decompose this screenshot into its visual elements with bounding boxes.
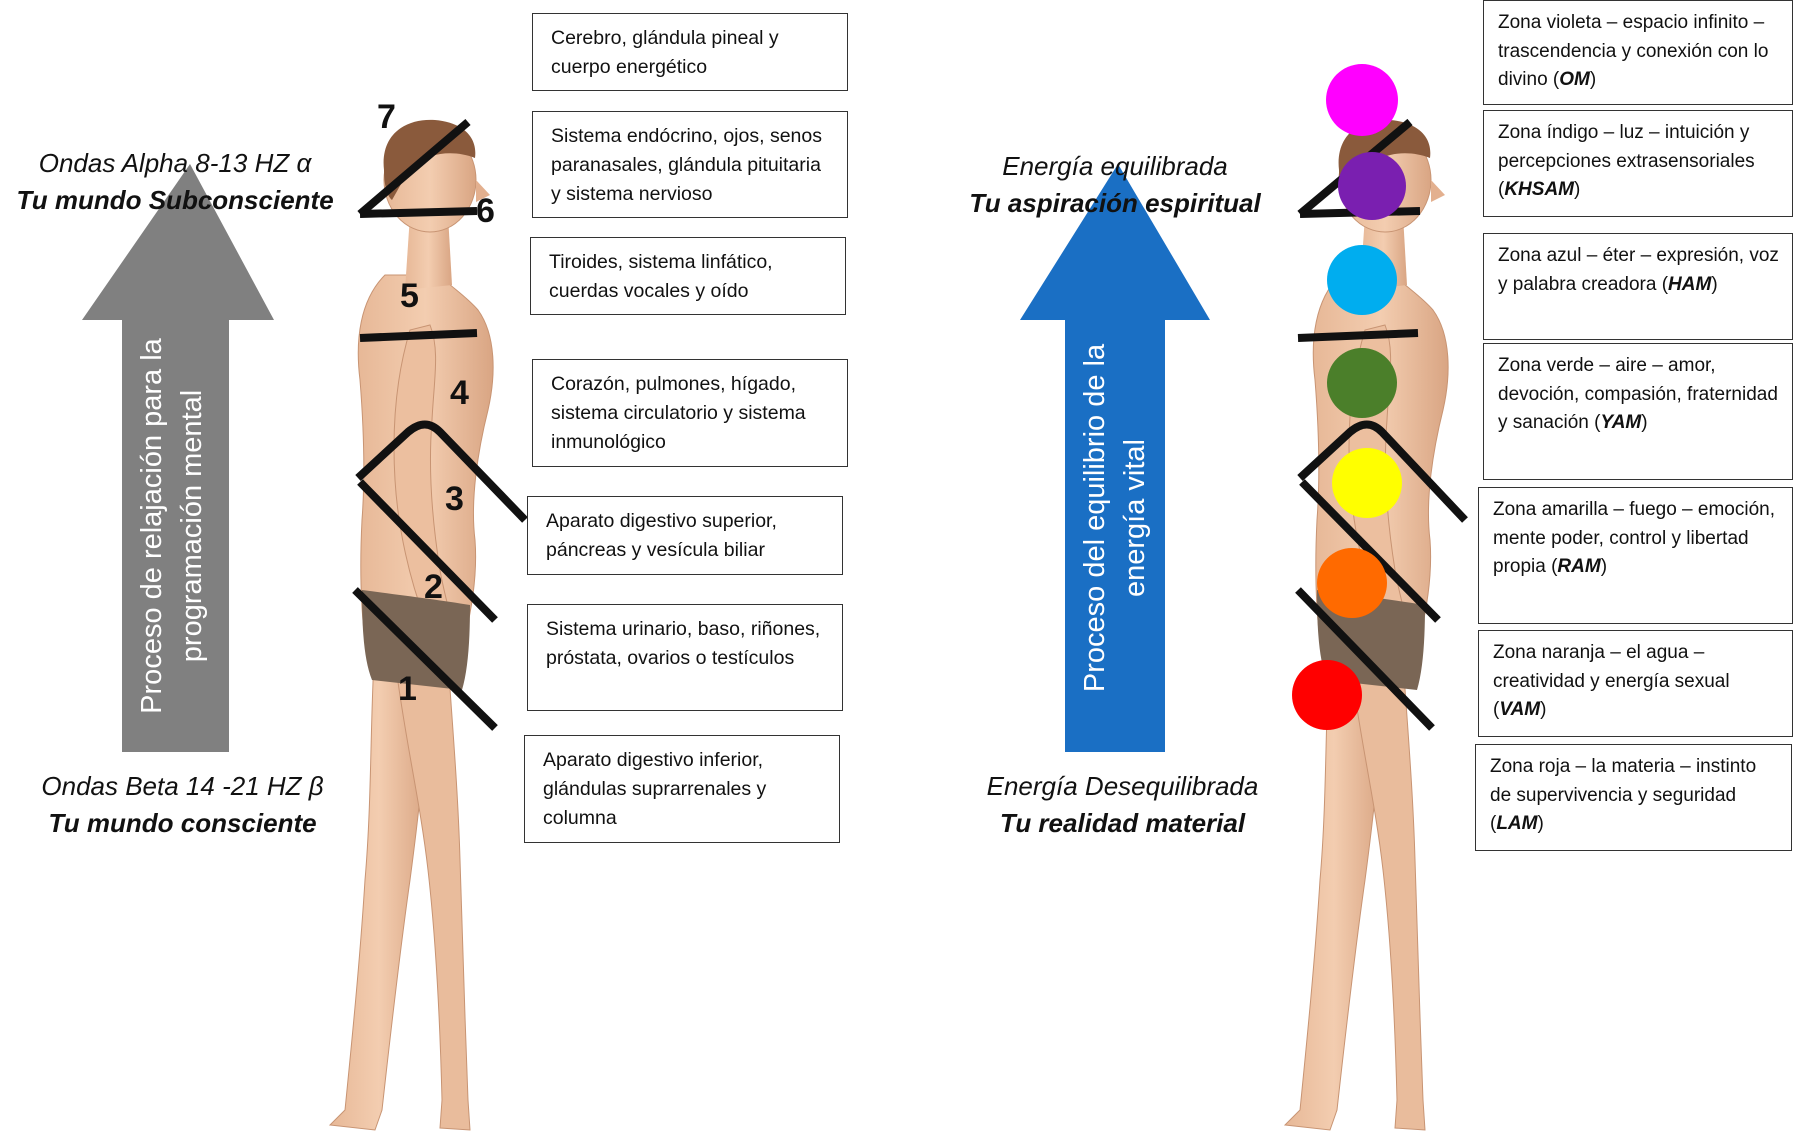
- mantra-ram: RAM: [1557, 556, 1600, 577]
- mantra-ham: HAM: [1668, 274, 1711, 295]
- chakra-circle-green: [1327, 348, 1397, 418]
- left-arrow-label-line2: programación mental: [172, 316, 212, 736]
- right-arrow-label: Proceso del equilibrio de la energía vit…: [1075, 308, 1155, 728]
- left-box-zone-7: Cerebro, glándula pineal y cuerpo energé…: [532, 13, 848, 91]
- material-reality-label: Tu realidad material: [950, 805, 1295, 842]
- mantra-lam: LAM: [1496, 813, 1537, 834]
- left-box-zone-2: Sistema urinario, baso, riñones, próstat…: [527, 604, 843, 711]
- left-box-zone-6: Sistema endócrino, ojos, senos paranasal…: [532, 111, 848, 218]
- chakra-circle-orange: [1317, 548, 1387, 618]
- chakra-circle-red: [1292, 660, 1362, 730]
- right-box-violet-text: Zona violeta – espacio infinito – trasce…: [1498, 12, 1768, 90]
- right-box-orange-end: ): [1540, 699, 1546, 720]
- beta-waves-label: Ondas Beta 14 -21 HZ β: [10, 768, 355, 805]
- right-arrow-label-line2: energía vital: [1115, 308, 1155, 728]
- balanced-energy-label: Energía equilibrada: [940, 148, 1290, 185]
- left-box-zone-4: Corazón, pulmones, hígado, sistema circu…: [532, 359, 848, 467]
- mantra-om: OM: [1559, 69, 1590, 90]
- right-box-violet: Zona violeta – espacio infinito – trasce…: [1483, 0, 1793, 105]
- left-bottom-text: Ondas Beta 14 -21 HZ β Tu mundo conscien…: [10, 768, 355, 842]
- zone-number-4: 4: [450, 374, 469, 413]
- right-box-indigo-end: ): [1574, 179, 1580, 200]
- right-box-red: Zona roja – la materia – instinto de sup…: [1475, 744, 1792, 851]
- right-top-text: Energía equilibrada Tu aspiración espiri…: [940, 148, 1290, 222]
- mantra-yam: YAM: [1600, 412, 1641, 433]
- zone-number-7: 7: [377, 98, 396, 137]
- right-box-blue-end: ): [1711, 274, 1717, 295]
- zone-number-5: 5: [400, 277, 419, 316]
- right-box-red-end: ): [1537, 813, 1543, 834]
- subconscious-label: Tu mundo Subconsciente: [0, 182, 350, 219]
- right-box-orange: Zona naranja – el agua – creatividad y e…: [1478, 630, 1793, 737]
- left-box-zone-5: Tiroides, sistema linfático, cuerdas voc…: [530, 237, 846, 315]
- chakra-circle-yellow: [1332, 448, 1402, 518]
- right-box-indigo: Zona índigo – luz – intuición y percepci…: [1483, 110, 1793, 217]
- zone-number-6: 6: [476, 192, 495, 231]
- right-box-blue: Zona azul – éter – expresión, voz y pala…: [1483, 233, 1793, 340]
- right-box-blue-text: Zona azul – éter – expresión, voz y pala…: [1498, 245, 1779, 295]
- alpha-waves-label: Ondas Alpha 8-13 HZ α: [0, 145, 350, 182]
- conscious-label: Tu mundo consciente: [10, 805, 355, 842]
- left-human-figure: [330, 120, 493, 1130]
- chakra-circle-blue: [1327, 245, 1397, 315]
- right-arrow-label-line1: Proceso del equilibrio de la: [1075, 308, 1115, 728]
- right-box-yellow-end: ): [1601, 556, 1607, 577]
- mantra-vam: VAM: [1499, 699, 1540, 720]
- chakra-circle-indigo: [1338, 152, 1406, 220]
- right-box-violet-end: ): [1590, 69, 1596, 90]
- right-box-green-end: ): [1641, 412, 1647, 433]
- right-bottom-text: Energía Desequilibrada Tu realidad mater…: [950, 768, 1295, 842]
- chakra-circle-violet: [1326, 64, 1398, 136]
- right-box-green: Zona verde – aire – amor, devoción, comp…: [1483, 343, 1793, 480]
- left-arrow-label: Proceso de relajación para la programaci…: [132, 316, 212, 736]
- left-box-zone-1: Aparato digestivo inferior, glándulas su…: [524, 735, 840, 843]
- zone-number-1: 1: [398, 670, 417, 709]
- left-top-text: Ondas Alpha 8-13 HZ α Tu mundo Subconsci…: [0, 145, 350, 219]
- unbalanced-energy-label: Energía Desequilibrada: [950, 768, 1295, 805]
- right-box-yellow-text: Zona amarilla – fuego – emoción, mente p…: [1493, 499, 1775, 577]
- spiritual-aspiration-label: Tu aspiración espiritual: [940, 185, 1290, 222]
- left-box-zone-3: Aparato digestivo superior, páncreas y v…: [527, 496, 843, 575]
- mantra-khsam: KHSAM: [1504, 179, 1574, 200]
- right-box-yellow: Zona amarilla – fuego – emoción, mente p…: [1478, 487, 1793, 624]
- zone-number-3: 3: [445, 480, 464, 519]
- zone-number-2: 2: [424, 568, 443, 607]
- left-arrow-label-line1: Proceso de relajación para la: [132, 316, 172, 736]
